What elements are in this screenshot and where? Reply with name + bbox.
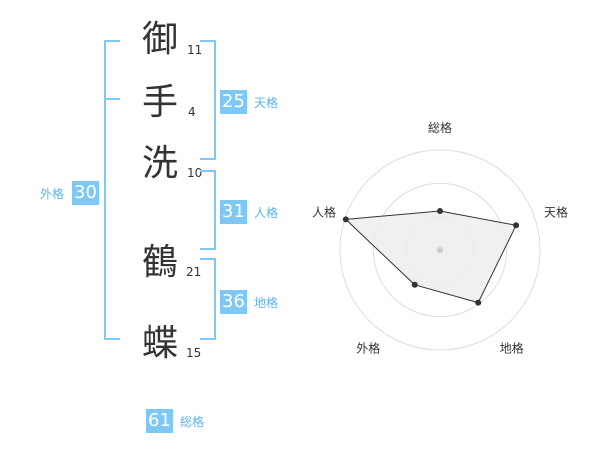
- name-char-2: 手: [141, 82, 178, 123]
- jinkaku-label: 人格: [254, 206, 279, 220]
- name-char-4: 鶴: [141, 242, 178, 283]
- radar-point-5: [342, 216, 349, 223]
- name-char-1: 御: [141, 19, 178, 60]
- jinkaku-badge: 31: [220, 200, 247, 224]
- chikaku-badge: 36: [220, 290, 247, 314]
- tenkaku-bracket: [200, 40, 216, 160]
- radar-ring: [339, 149, 541, 351]
- tenkaku-label: 天格: [254, 96, 279, 110]
- gaikaku-bracket-tick: [104, 98, 120, 100]
- radar-ring: [372, 182, 508, 318]
- soukaku-label: 総格: [180, 415, 205, 429]
- radar-axis-label-5: 人格: [312, 204, 336, 219]
- name-char-5: 蝶: [141, 323, 178, 364]
- radar-area: [344, 210, 517, 304]
- radar-point-3: [475, 299, 482, 306]
- radar-axis-label-2: 天格: [544, 204, 568, 219]
- gaikaku-bracket: [104, 40, 120, 340]
- chikaku-bracket: [200, 258, 216, 340]
- gaikaku-badge: 30: [72, 181, 99, 205]
- name-char-3: 洗: [141, 143, 178, 184]
- stroke-count-4: 21: [186, 265, 202, 279]
- radar-point-4: [411, 281, 418, 288]
- chikaku-label: 地格: [254, 296, 279, 310]
- soukaku-badge: 61: [146, 409, 173, 433]
- stroke-count-3: 10: [187, 166, 203, 180]
- radar-points: [342, 208, 520, 306]
- radar-center: [437, 247, 443, 253]
- radar-point-1: [437, 208, 443, 214]
- stroke-count-1: 11: [187, 43, 203, 57]
- radar-axis-label-3: 地格: [500, 341, 524, 356]
- gaikaku-label: 外格: [40, 187, 65, 201]
- jinkaku-bracket: [200, 170, 216, 250]
- tenkaku-badge: 25: [220, 90, 247, 114]
- radar-point-2: [513, 222, 520, 229]
- radar-axis-label-4: 外格: [356, 341, 380, 356]
- stroke-count-5: 15: [186, 346, 202, 360]
- stroke-count-2: 4: [188, 105, 196, 119]
- radar-axis-label-1: 総格: [428, 120, 452, 135]
